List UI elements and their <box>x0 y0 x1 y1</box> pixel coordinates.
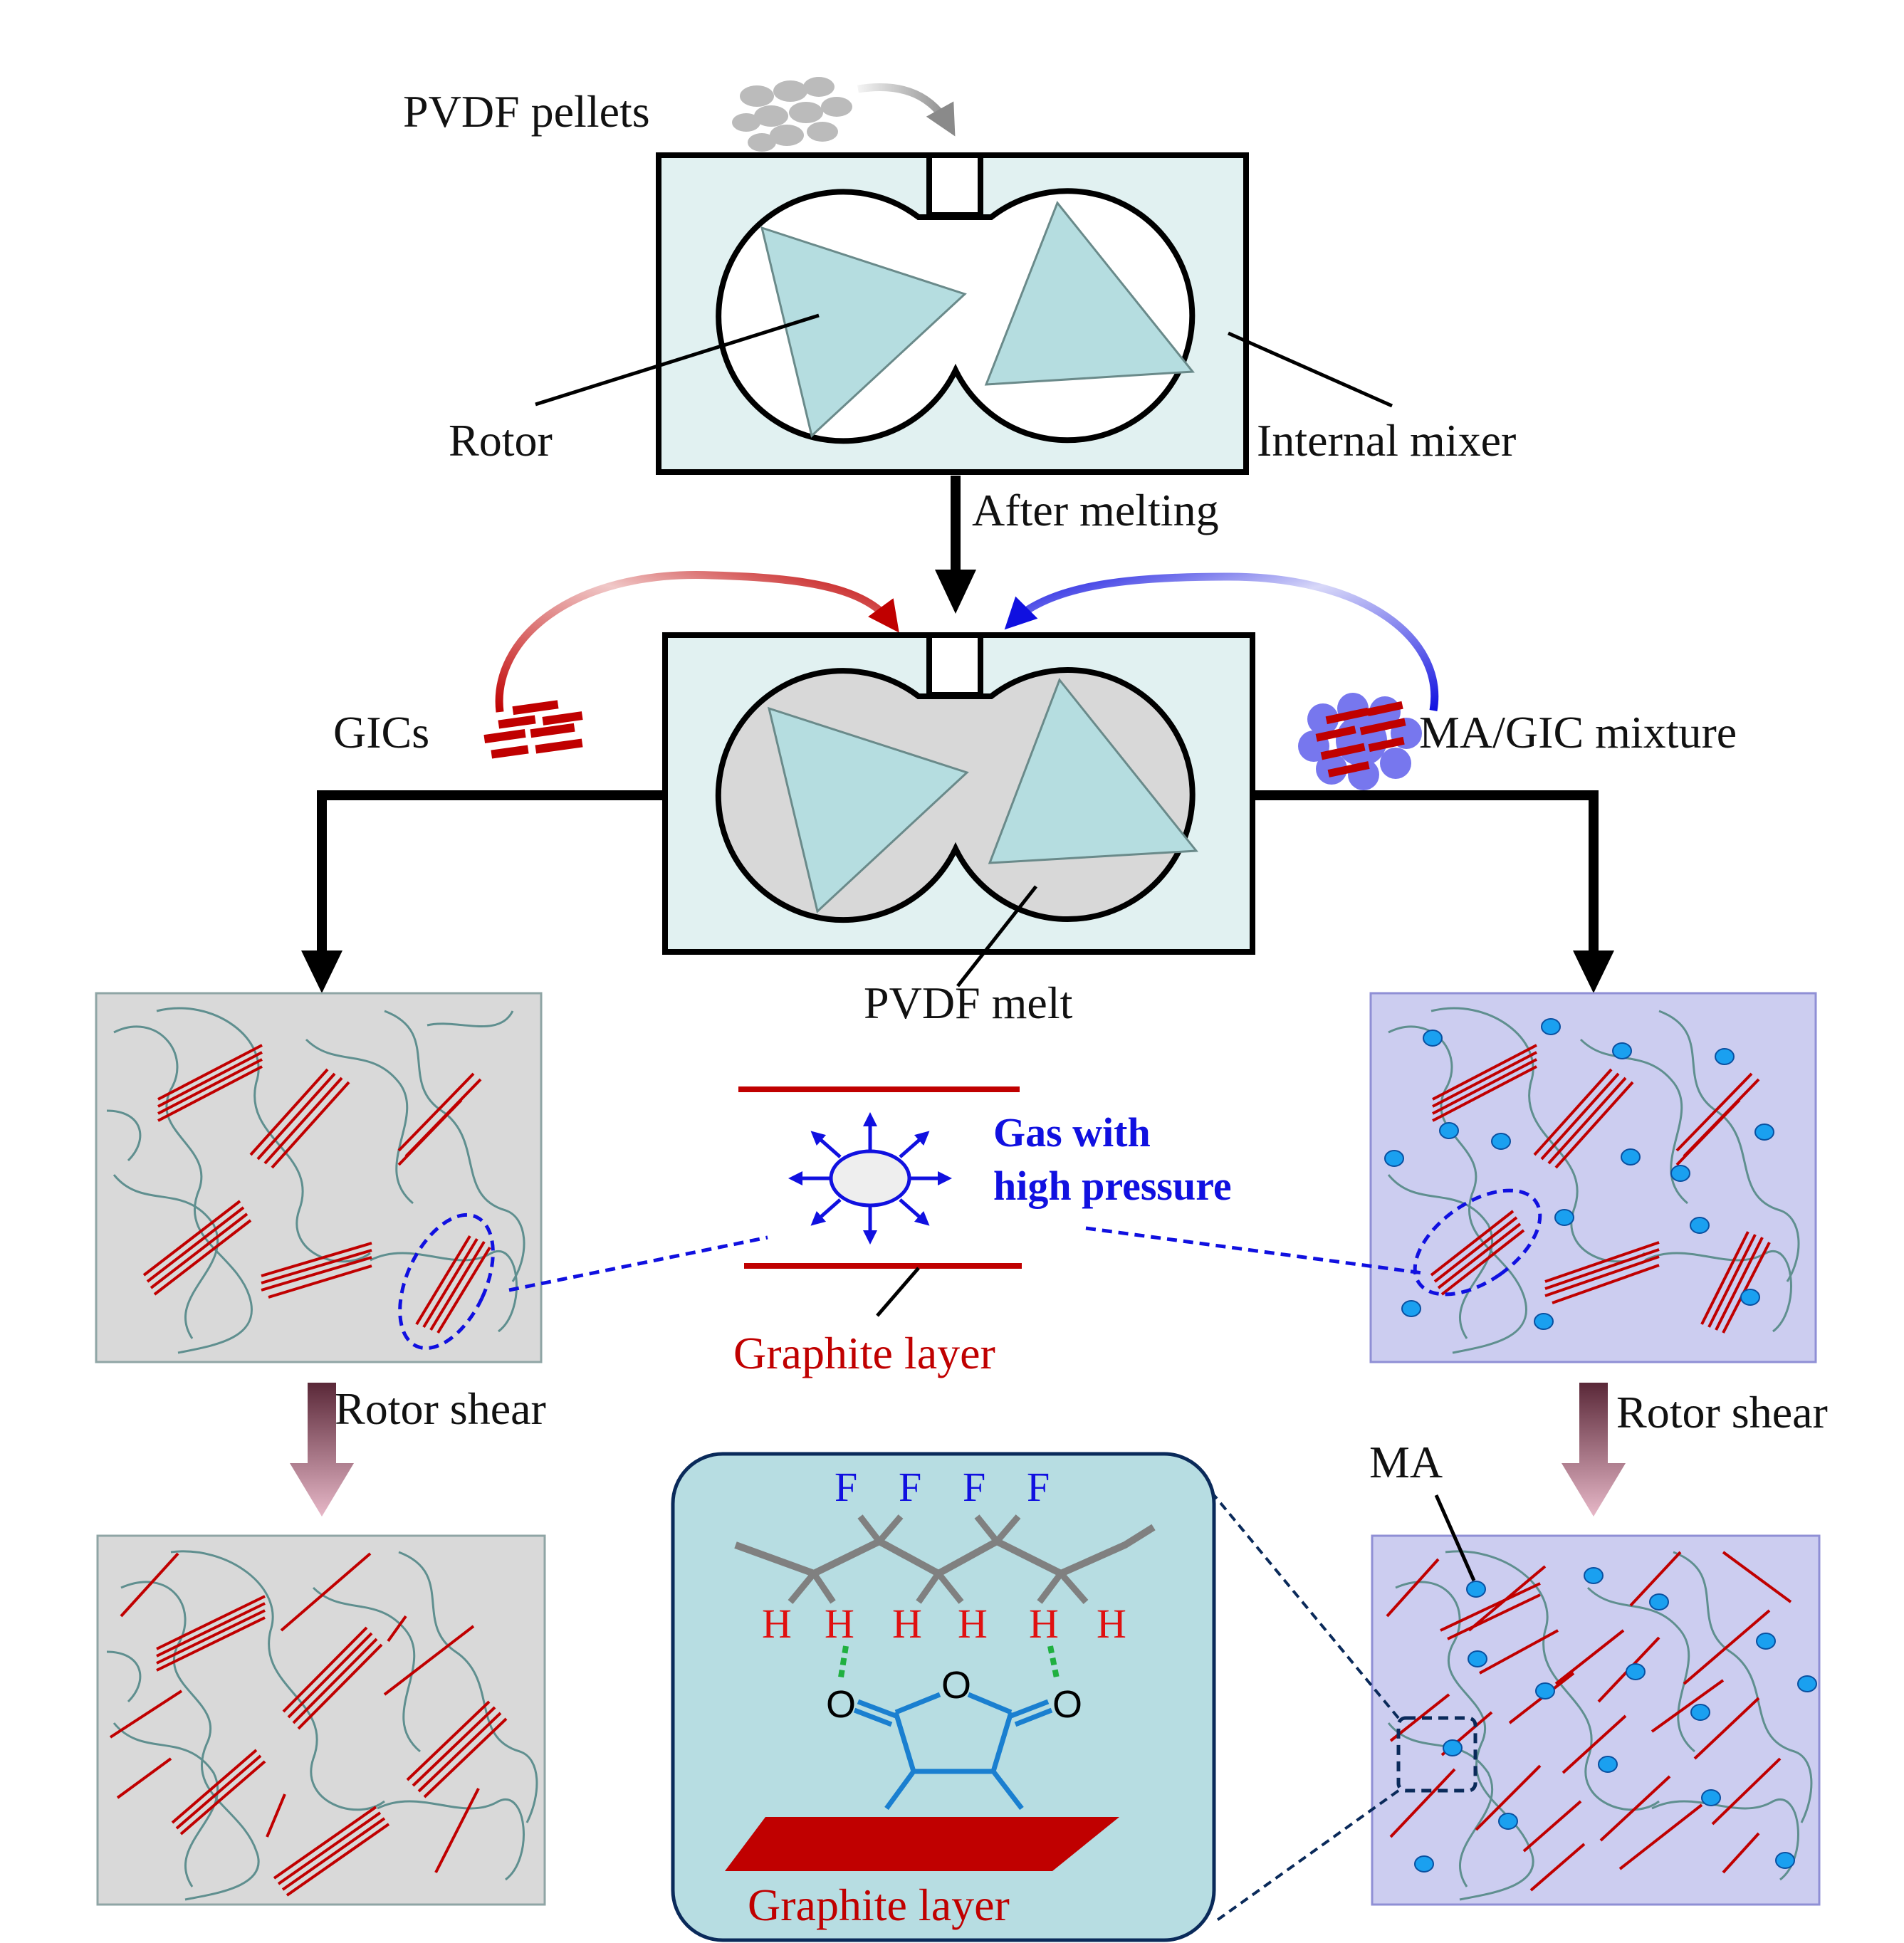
rotor-right <box>984 201 1195 386</box>
oxygen-atom: O <box>826 1683 856 1726</box>
right-branch-arrowhead <box>1573 950 1614 993</box>
gics-label: GICs <box>333 707 429 758</box>
left-branch-arrow <box>317 790 665 955</box>
panel-gics-after-shear <box>96 1534 546 1906</box>
rotor-shear-left-label: Rotor shear <box>335 1383 546 1434</box>
gas-label-line2: high pressure <box>993 1163 1232 1209</box>
graphite-layer-mid-label: Graphite layer <box>733 1328 995 1378</box>
after-melting-arrowhead <box>935 570 976 614</box>
left-branch-arrowhead <box>301 950 342 993</box>
rotor-left <box>760 226 967 438</box>
feed-arrow-top <box>857 83 956 137</box>
hydrogen-atom: H <box>892 1601 922 1647</box>
rotor-shear-arrow-right <box>1562 1383 1626 1517</box>
pvdf-melt-label: PVDF melt <box>864 978 1073 1028</box>
fluorine-atom: F <box>963 1464 985 1510</box>
after-melting-label: After melting <box>972 485 1219 535</box>
gics-icon <box>483 700 583 759</box>
ma-label: MA <box>1369 1437 1443 1487</box>
rotor-right-mid <box>988 678 1198 864</box>
oxygen-atom: O <box>1052 1683 1082 1726</box>
zoom-line-bottom <box>1213 1789 1400 1924</box>
hydrogen-atom: H <box>1097 1601 1126 1647</box>
ma-gic-feed-arrow <box>1004 572 1439 711</box>
internal-mixer-top <box>656 152 1249 475</box>
pvdf-pellets-label: PVDF pellets <box>403 86 650 137</box>
dashed-link-right <box>1085 1226 1423 1275</box>
hydrogen-atom: H <box>958 1601 988 1647</box>
graphite-layer-leader <box>876 1267 920 1317</box>
ma-gic-mixture-label: MA/GIC mixture <box>1419 707 1737 758</box>
gas-label-line1: Gas with <box>993 1109 1151 1156</box>
right-branch-arrow <box>1252 790 1599 955</box>
graphite-sheet <box>725 1817 1119 1871</box>
oxygen-atom: O <box>941 1664 971 1707</box>
rotor-leader <box>535 313 820 407</box>
mixer-leader <box>1227 331 1393 408</box>
pvdf-backbone <box>734 1524 1156 1578</box>
graphite-layer-inset-label: Graphite layer <box>748 1880 1010 1930</box>
rotor-shear-right-label: Rotor shear <box>1616 1387 1828 1437</box>
pellets-icon <box>732 77 852 152</box>
panel-ma-gic-before-shear <box>1369 992 1817 1363</box>
fluorine-atom: F <box>899 1464 921 1510</box>
gics-feed-arrow <box>495 571 899 713</box>
ma-leader <box>1434 1494 1476 1582</box>
pvdf-melt-leader <box>956 885 1037 988</box>
ma-gic-mixture-icon <box>1298 693 1422 790</box>
hydrogen-atom: H <box>825 1601 854 1647</box>
hydrogen-bond-left <box>837 1645 849 1682</box>
rotor-shear-arrow-left <box>290 1383 354 1517</box>
hydrogen-atom: H <box>1029 1601 1059 1647</box>
molecular-inset: F F F F H H H H H H O O O Graphite layer <box>671 1452 1216 1942</box>
fluorine-atom: F <box>835 1464 857 1510</box>
internal-mixer-label: Internal mixer <box>1257 415 1516 466</box>
hydrogen-bond-right <box>1047 1645 1060 1682</box>
hydrogen-atom: H <box>762 1601 792 1647</box>
internal-mixer-middle <box>662 632 1255 955</box>
zoom-line-top <box>1213 1494 1400 1719</box>
rotor-left-mid <box>767 706 969 913</box>
fluorine-atom: F <box>1027 1464 1050 1510</box>
panel-ma-gic-after-shear <box>1371 1534 1821 1906</box>
gas-bubble-icon <box>788 1112 952 1245</box>
rotor-label: Rotor <box>449 415 553 466</box>
dashed-link-left <box>508 1235 768 1292</box>
panel-gics-before-shear <box>95 992 543 1363</box>
